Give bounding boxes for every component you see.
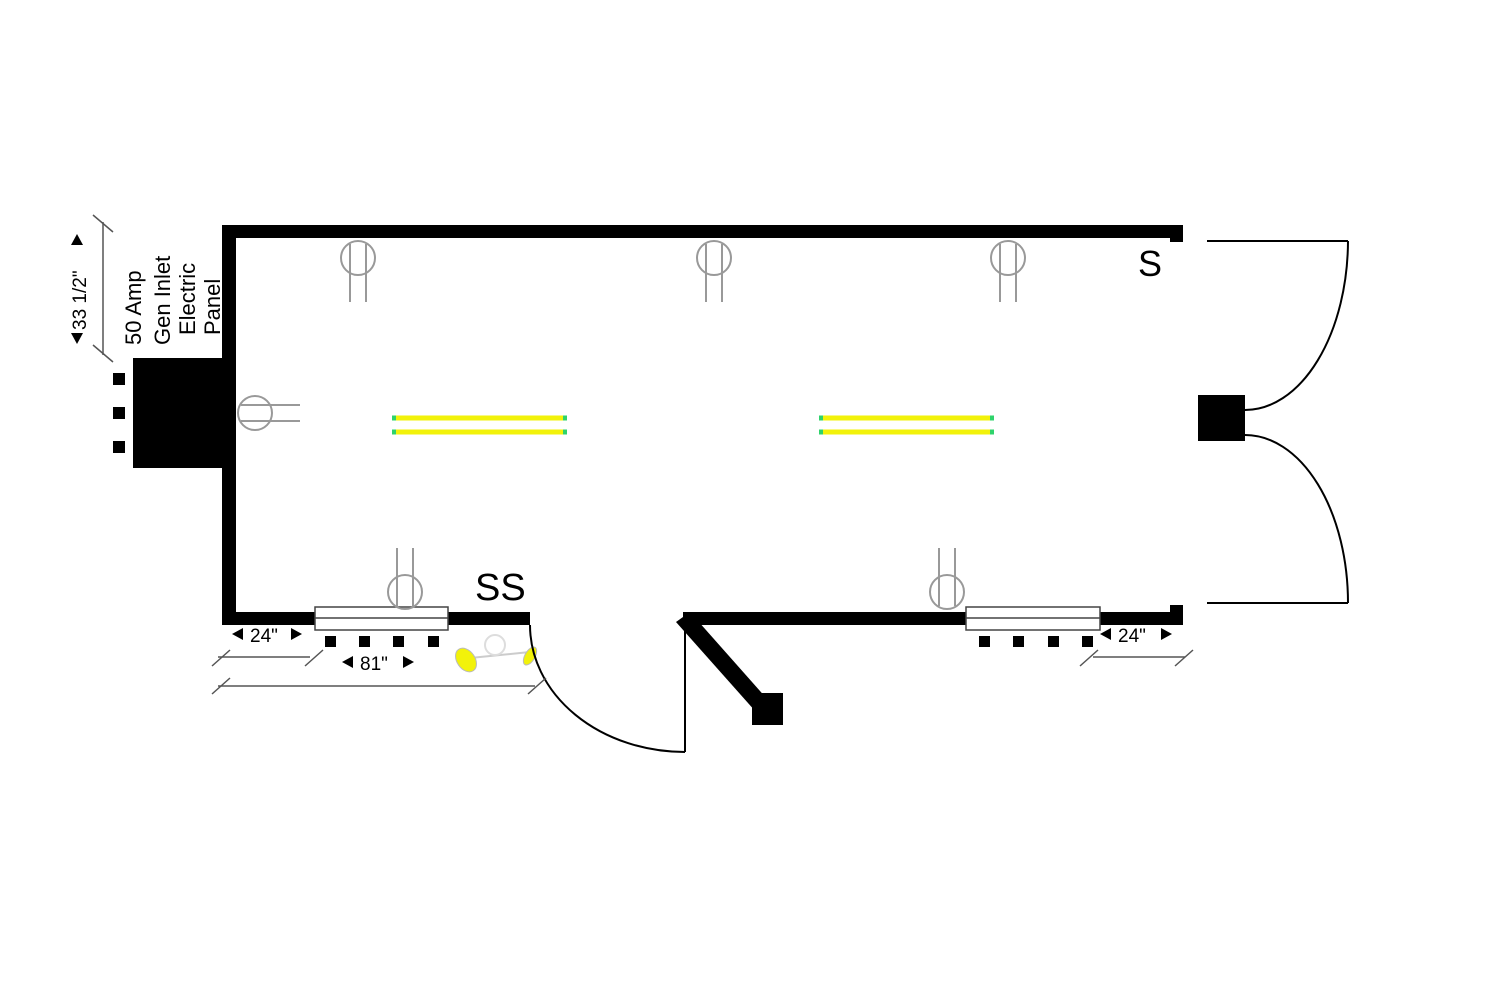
fluorescent-light-2: [819, 415, 994, 435]
flood-light-icon: [455, 634, 538, 673]
panel-label-line1: 50 Amp: [121, 270, 146, 345]
double-door: [1207, 240, 1349, 604]
panel-label-line2: Gen Inlet: [150, 256, 175, 345]
bottom-wall-endcap: [1170, 605, 1183, 625]
panel-label: 50 Amp Gen Inlet Electric Panel 33 1/2": [70, 256, 225, 345]
entry-door: [529, 620, 686, 753]
panel-height-dimension-line: [71, 214, 114, 363]
window-right: [965, 606, 1101, 631]
switch-double: SS: [475, 567, 526, 609]
top-wall: [222, 225, 1183, 238]
bottom-wall-right: [683, 612, 1183, 625]
dimension-right-offset: 24": [1118, 626, 1146, 647]
outlet-icon: [696, 240, 732, 302]
dimension-left-offset: 24": [250, 626, 278, 647]
outlet-icon: [387, 548, 423, 610]
dimension-window-width: 81": [360, 654, 388, 675]
switch-single: S: [1138, 243, 1162, 284]
dimension-arrows: [232, 628, 1172, 668]
panel-label-line3: Electric: [175, 263, 200, 335]
top-wall-endcap: [1170, 225, 1183, 242]
window-left: [314, 606, 449, 631]
window-markers: [325, 636, 1093, 647]
panel-label-line4: Panel: [200, 279, 225, 335]
outlet-icon: [990, 240, 1026, 302]
outlet-icon: [929, 548, 965, 610]
panel-height-dimension: 33 1/2": [70, 270, 91, 330]
outlets: [237, 240, 1026, 610]
left-wall: [222, 225, 236, 625]
interior-door: [676, 612, 783, 725]
dimension-lines: [211, 649, 1194, 695]
outlet-icon: [340, 240, 376, 302]
outlet-icon: [237, 395, 300, 431]
electric-panel: [113, 358, 225, 468]
fluorescent-light-1: [392, 415, 567, 435]
door-post: [1198, 395, 1245, 441]
